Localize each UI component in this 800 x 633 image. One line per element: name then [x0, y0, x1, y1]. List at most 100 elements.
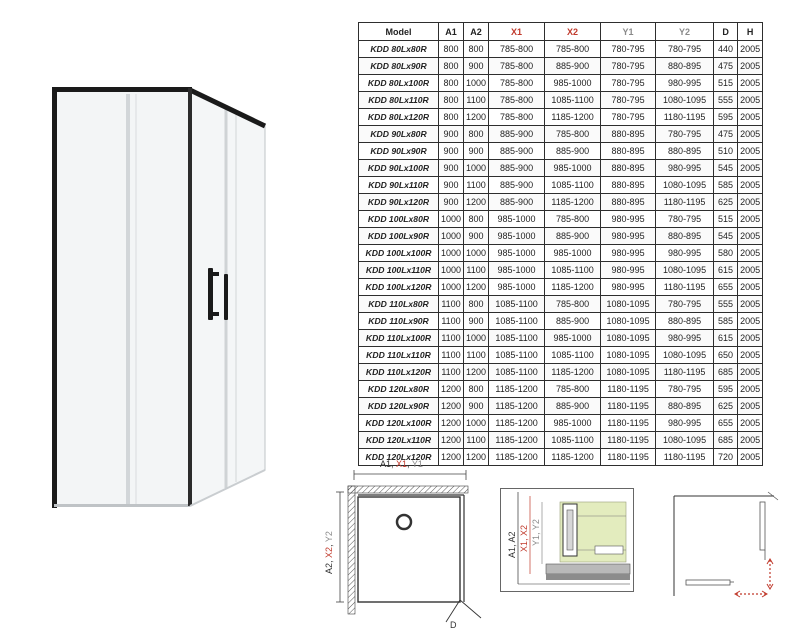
value-cell: 985-1000	[544, 159, 602, 177]
model-cell: KDD 100Lx110R	[358, 261, 439, 279]
depth-dimension-label: A2, X2, Y2	[324, 531, 334, 574]
value-cell: 1185-1200	[488, 397, 546, 415]
column-header-x2: X2	[544, 22, 602, 41]
value-cell: 800	[463, 210, 490, 228]
value-cell: 885-900	[544, 142, 602, 160]
arrow-left-icon	[734, 590, 741, 598]
left-wall-profile	[52, 88, 57, 508]
value-cell: 885-900	[488, 193, 546, 211]
profile-detail-drawing: A1, A2 X1, X2 Y1, Y2	[500, 488, 634, 592]
model-cell: KDD 110Lx100R	[358, 329, 439, 347]
value-cell: 800	[463, 125, 490, 143]
shower-tray	[357, 496, 461, 603]
value-cell: 1000	[463, 329, 490, 347]
arrow-down-icon	[766, 583, 774, 590]
value-cell: 985-1000	[544, 329, 602, 347]
value-cell: 980-995	[655, 244, 715, 262]
door-opening-drawing	[673, 491, 779, 598]
value-cell: 1100	[437, 346, 465, 364]
value-cell: 900	[463, 142, 490, 160]
value-cell: 1080-1095	[655, 261, 715, 279]
value-cell: 785-800	[488, 57, 546, 75]
value-cell: 980-995	[655, 329, 715, 347]
value-cell: 780-795	[655, 125, 715, 143]
value-cell: 1185-1200	[544, 448, 602, 466]
value-cell: 2005	[737, 244, 764, 262]
front-bottom-rail	[54, 504, 190, 507]
value-cell: 785-800	[488, 108, 546, 126]
value-cell: 1180-1195	[655, 193, 715, 211]
column-header-model: Model	[358, 22, 439, 41]
value-cell: 2005	[737, 108, 764, 126]
value-cell: 800	[437, 57, 465, 75]
value-cell: 1000	[437, 278, 465, 296]
value-cell: 1000	[437, 261, 465, 279]
door-handle	[208, 268, 228, 320]
value-cell: 2005	[737, 278, 764, 296]
value-cell: 475	[713, 57, 739, 75]
column-header-a1: A1	[437, 22, 465, 41]
value-cell: 980-995	[600, 210, 657, 228]
column-header-h: H	[737, 22, 764, 41]
value-cell: 885-900	[488, 176, 546, 194]
value-cell: 1180-1195	[655, 278, 715, 296]
value-cell: 2005	[737, 74, 764, 92]
value-cell: 1085-1100	[544, 261, 602, 279]
sliding-panel-bottom	[685, 579, 731, 586]
value-cell: 625	[713, 397, 739, 415]
back-wall	[347, 485, 469, 494]
value-cell: 800	[463, 380, 490, 398]
value-cell: 515	[713, 74, 739, 92]
value-cell: 885-900	[544, 312, 602, 330]
value-cell: 1085-1100	[544, 431, 602, 449]
value-cell: 885-900	[544, 57, 602, 75]
value-cell: 1080-1095	[655, 431, 715, 449]
value-cell: 1100	[463, 431, 490, 449]
value-cell: 780-795	[600, 57, 657, 75]
value-cell: 800	[437, 108, 465, 126]
model-cell: KDD 120Lx80R	[358, 380, 439, 398]
model-cell: KDD 100Lx100R	[358, 244, 439, 262]
value-cell: 595	[713, 380, 739, 398]
value-cell: 2005	[737, 431, 764, 449]
value-cell: 780-795	[655, 40, 715, 58]
value-cell: 780-795	[655, 295, 715, 313]
value-cell: 1000	[437, 227, 465, 245]
value-cell: 440	[713, 40, 739, 58]
value-cell: 1200	[437, 431, 465, 449]
value-cell: 2005	[737, 346, 764, 364]
value-cell: 985-1000	[544, 244, 602, 262]
column-header-a2: A2	[463, 22, 490, 41]
shower-enclosure-illustration	[52, 87, 267, 508]
model-cell: KDD 110Lx120R	[358, 363, 439, 381]
model-cell: KDD 100Lx90R	[358, 227, 439, 245]
model-cell: KDD 90Lx80R	[358, 125, 439, 143]
front-panel-divider	[126, 94, 130, 504]
value-cell: 1000	[463, 74, 490, 92]
value-cell: 2005	[737, 448, 764, 466]
drain-icon	[395, 513, 413, 531]
value-cell: 885-900	[488, 159, 546, 177]
value-cell: 2005	[737, 380, 764, 398]
value-cell: 1100	[437, 295, 465, 313]
value-cell: 1180-1195	[600, 448, 657, 466]
value-cell: 1185-1200	[488, 448, 546, 466]
model-cell: KDD 110Lx90R	[358, 312, 439, 330]
model-cell: KDD 80Lx110R	[358, 91, 439, 109]
value-cell: 1080-1095	[655, 91, 715, 109]
value-cell: 1200	[463, 193, 490, 211]
value-cell: 1185-1200	[488, 414, 546, 432]
left-wall	[347, 485, 356, 615]
value-cell: 900	[437, 159, 465, 177]
value-cell: 1080-1095	[600, 312, 657, 330]
value-cell: 900	[437, 142, 465, 160]
value-cell: 985-1000	[488, 210, 546, 228]
value-cell: 885-900	[488, 142, 546, 160]
